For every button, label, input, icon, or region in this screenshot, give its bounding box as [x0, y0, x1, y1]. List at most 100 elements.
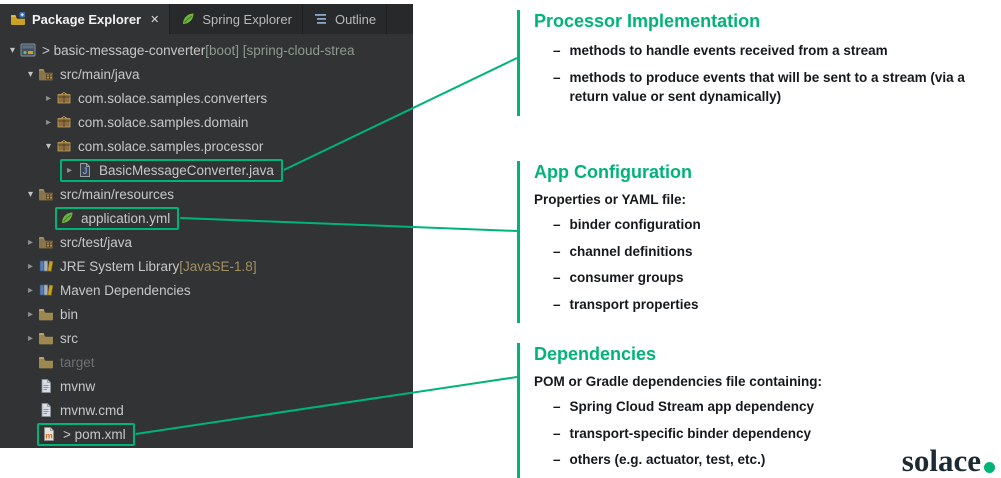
library-icon: [37, 282, 55, 298]
bullet-dash: –: [553, 69, 561, 85]
chevron-right-icon[interactable]: ▸: [27, 332, 34, 344]
indent-spacer: [0, 338, 24, 339]
tree-item-content: ▸ com.solace.samples.domain: [42, 110, 248, 134]
annotation-title: App Configuration: [534, 162, 692, 182]
solace-logo-text: solace: [901, 443, 981, 478]
java-src-folder-icon: [37, 234, 55, 250]
tree-item-label: com.solace.samples.converters: [78, 90, 268, 106]
svg-text:J: J: [82, 166, 87, 176]
highlight-box: m> pom.xml: [37, 422, 135, 446]
indent-spacer: [0, 218, 42, 219]
bullet-dash: –: [553, 399, 561, 414]
tree-item-src-main-java[interactable]: ▾ src/main/java: [0, 62, 413, 86]
tree-item-label: target: [60, 354, 95, 370]
tree-item-label: > basic-message-converter: [42, 42, 206, 58]
tree-item-content: mvnw: [37, 374, 95, 398]
tree-item-label: mvnw: [60, 378, 96, 394]
tree-item-com-solace-samples-domain[interactable]: ▸ com.solace.samples.domain: [0, 110, 413, 134]
tree-item-jre-system-library[interactable]: ▸JRE System Library [JavaSE-1.8]: [0, 254, 413, 278]
chevron-down-icon[interactable]: ▾: [9, 44, 16, 56]
java-class-icon: J: [76, 162, 94, 178]
chevron-right-icon[interactable]: ▸: [27, 284, 34, 296]
chevron-right-icon[interactable]: ▸: [27, 236, 34, 248]
bullet-dash: –: [553, 243, 561, 259]
tree-item-label: com.solace.samples.processor: [78, 138, 264, 154]
tree-item-src-test-java[interactable]: ▸src/test/java: [0, 230, 413, 254]
tree-item-target[interactable]: ▸target: [0, 350, 413, 374]
tab-package-explorer[interactable]: Package Explorer ✕: [0, 4, 171, 34]
chevron-down-icon[interactable]: ▾: [27, 68, 34, 80]
tree-item-label: com.solace.samples.domain: [78, 114, 249, 130]
chevron-down-icon[interactable]: ▾: [27, 188, 34, 200]
chevron-right-icon[interactable]: ▸: [45, 92, 52, 104]
tree-item-label: JRE System Library: [60, 258, 180, 274]
tree-item-content: target: [37, 350, 95, 374]
svg-text:m: m: [45, 431, 53, 441]
close-icon[interactable]: ✕: [150, 13, 160, 26]
chevron-right-icon[interactable]: ▸: [27, 260, 34, 272]
tree-item-content: ▸JRE System Library [JavaSE-1.8]: [24, 254, 257, 278]
annotation-intro: Properties or YAML file:: [534, 192, 687, 207]
bullet-text: methods to produce events that will be s…: [569, 69, 965, 105]
view-tab-bar: Package Explorer ✕ Spring Explorer Outline: [0, 4, 413, 34]
annotation-title: Processor Implementation: [534, 11, 761, 31]
annotation-bullet: –others (e.g. actuator, test, etc.): [553, 450, 993, 470]
indent-spacer: [0, 290, 24, 291]
chevron-down-icon[interactable]: ▾: [45, 140, 52, 152]
chevron-right-icon[interactable]: ▸: [45, 116, 52, 128]
tree-item-label: Maven Dependencies: [60, 282, 191, 298]
tab-label: Package Explorer: [32, 11, 142, 27]
bullet-text: transport-specific binder dependency: [569, 425, 812, 441]
folder-icon: [37, 354, 55, 370]
annotation-bullet: –binder configuration: [553, 215, 993, 235]
tree-item-content: ▸src: [24, 326, 78, 350]
tree-item-src-main-resources[interactable]: ▾src/main/resources: [0, 182, 413, 206]
tree-item-mvnw[interactable]: ▸mvnw: [0, 374, 413, 398]
indent-spacer: [0, 170, 60, 171]
bullet-text: others (e.g. actuator, test, etc.): [569, 452, 766, 468]
chevron-right-icon[interactable]: ▸: [66, 164, 73, 176]
maven-pom-icon: m: [40, 426, 58, 442]
bullet-dash: –: [553, 270, 561, 286]
tree-item-mvnw-cmd[interactable]: ▸mvnw.cmd: [0, 398, 413, 422]
annotation-title: Dependencies: [534, 344, 657, 364]
annotation-intro: POM or Gradle dependencies file containi…: [534, 374, 823, 389]
java-src-folder-icon: [37, 186, 55, 202]
folder-icon: [37, 330, 55, 346]
package-explorer-icon: [10, 11, 26, 27]
tree-item-com-solace-samples-processor[interactable]: ▾ com.solace.samples.processor: [0, 134, 413, 158]
indent-spacer: [0, 314, 24, 315]
bullet-dash: –: [553, 452, 561, 468]
tree-item-content: ▸ com.solace.samples.converters: [42, 86, 267, 110]
tree-item-content: ▾ src/main/java: [24, 62, 140, 86]
indent-spacer: [0, 434, 24, 435]
file-icon: [37, 402, 55, 418]
tree-item-basic-message-converter[interactable]: ▾> basic-message-converter [boot] [sprin…: [0, 38, 413, 62]
bullet-dash: –: [553, 217, 561, 232]
bullet-text: methods to handle events received from a…: [569, 43, 888, 58]
java-src-folder-icon: [37, 66, 55, 82]
tree-item-label: bin: [60, 306, 79, 322]
tree-item-src[interactable]: ▸src: [0, 326, 413, 350]
bullet-text: Spring Cloud Stream app dependency: [569, 399, 815, 414]
bullet-dash: –: [553, 425, 561, 441]
tree-item-pom-xml[interactable]: ▸m> pom.xml: [0, 422, 413, 446]
tab-outline[interactable]: Outline: [303, 4, 388, 34]
tree-item-com-solace-samples-converters[interactable]: ▸ com.solace.samples.converters: [0, 86, 413, 110]
chevron-right-icon[interactable]: ▸: [27, 308, 34, 320]
tab-spring-explorer[interactable]: Spring Explorer: [170, 4, 303, 34]
highlight-box: application.yml: [55, 206, 180, 230]
tree-item-bin[interactable]: ▸ bin: [0, 302, 413, 326]
tree-item-content: ▸ bin: [24, 302, 78, 326]
indent-spacer: [0, 122, 42, 123]
tree-item-application-yml[interactable]: ▸application.yml: [0, 206, 413, 230]
solace-logo: solace: [902, 445, 995, 476]
annotation-bullet: –consumer groups: [553, 268, 993, 288]
spring-explorer-icon: [180, 11, 196, 27]
tree-item-label: src/main/java: [60, 66, 140, 82]
tree-item-maven-dependencies[interactable]: ▸ Maven Dependencies: [0, 278, 413, 302]
tab-label: Spring Explorer: [202, 11, 292, 27]
